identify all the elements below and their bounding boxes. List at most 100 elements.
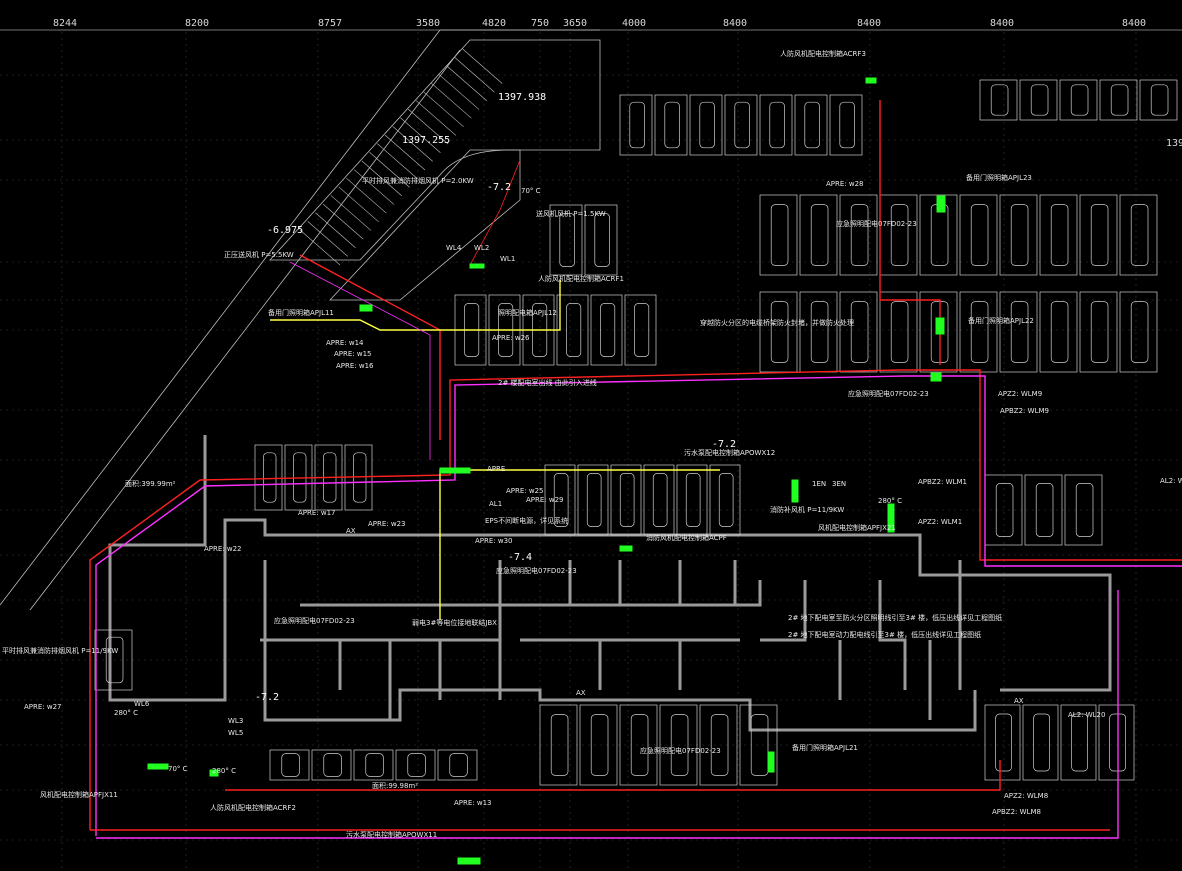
stair-tread [346, 177, 387, 214]
parking-stall [709, 464, 741, 536]
parking-stall [1039, 291, 1078, 373]
parking-stall [619, 94, 653, 156]
parking-stall [799, 194, 838, 276]
parked-car [263, 452, 277, 503]
label-apowx12: 污水泵配电控制箱APOWX12 [684, 448, 775, 457]
parking-stall [759, 291, 798, 373]
label-w14: APRE: w14 [326, 339, 364, 347]
label-w23: APRE: w23 [368, 520, 406, 528]
dim-8: 4000 [622, 18, 646, 29]
parking-stall [579, 704, 618, 786]
dim-1: 8244 [53, 18, 77, 29]
parked-car [1075, 483, 1094, 537]
parking-stall [1119, 194, 1158, 276]
parking-stall [676, 464, 708, 536]
label-fan1: 平时排风兼消防排烟风机 P=2.0KW [362, 176, 474, 185]
label-wl2: WL2 [474, 244, 489, 252]
parked-car [590, 714, 609, 776]
label-ap-wlm1: APBZ2: WLM1 [918, 478, 967, 486]
parking-stall [590, 294, 623, 366]
parking-stall [689, 94, 723, 156]
dim-right-edge: 139 [1166, 138, 1182, 149]
label-w22: APRE: w22 [204, 545, 242, 553]
parking-stall [1022, 704, 1059, 781]
stair-tread [330, 195, 372, 231]
parking-stall [544, 464, 576, 536]
label-fan5: 消防补风机 P=11/9KW [770, 505, 844, 514]
dim-7: 3650 [563, 18, 587, 29]
parked-car [1071, 713, 1088, 772]
parked-car [734, 101, 750, 149]
label-wl1: WL1 [500, 255, 515, 263]
label-note1: 2# 楼配电室出线 由此引入进线 [498, 378, 597, 387]
parking-stall [879, 194, 918, 276]
parking-stall [839, 194, 878, 276]
dim-3: 8757 [318, 18, 342, 29]
parking-stall [1039, 194, 1078, 276]
label-ax3: AX [346, 527, 356, 535]
parking-stall [999, 291, 1038, 373]
stair-tread [407, 108, 449, 145]
stair-tread [377, 143, 418, 179]
parking-stall [654, 94, 688, 156]
parked-car [365, 753, 384, 777]
parked-car [449, 753, 468, 777]
parked-car [281, 753, 300, 777]
parked-car [634, 303, 650, 357]
stair-tread [431, 82, 472, 119]
stair-tread [446, 65, 488, 102]
parking-stall [699, 704, 738, 786]
parking-stall [959, 291, 998, 373]
label-w15: APRE: w15 [334, 350, 372, 358]
label-w25: APRE: w25 [506, 487, 544, 495]
parked-car [990, 84, 1009, 116]
label-note4: 穿越防火分区的电缆桥架防火封堵，并做防火处理 [700, 318, 854, 327]
label-w16: APRE: w16 [336, 362, 374, 370]
label-fan2: 送风机风机 P=1.5KW [536, 209, 606, 218]
parked-car [850, 301, 869, 363]
parking-stall [1139, 79, 1178, 121]
parked-car [1030, 84, 1049, 116]
parking-stalls [94, 79, 1178, 786]
parked-car [930, 204, 949, 266]
label-t5: 70° C [168, 765, 188, 773]
stair-tread [438, 74, 480, 110]
parking-stall [659, 704, 698, 786]
parking-stall [1060, 704, 1097, 781]
elev-2: 1397.255 [402, 135, 450, 146]
label-acrf1: 人防风机配电控制箱ACRF1 [538, 274, 624, 283]
label-apre: APRE [487, 465, 505, 473]
parked-car [1130, 204, 1149, 266]
parking-stall [577, 464, 609, 536]
dim-5: 4820 [482, 18, 506, 29]
parked-car [559, 213, 575, 267]
parked-car [1033, 713, 1050, 772]
stair-tread [462, 48, 503, 84]
label-w26: APRE: w26 [492, 334, 530, 342]
dim-10: 8400 [857, 18, 881, 29]
parked-car [670, 714, 689, 776]
stair-tread [299, 229, 341, 266]
parked-car [699, 101, 715, 149]
parking-stall [1099, 79, 1138, 121]
parking-stall [643, 464, 675, 536]
parking-stall [799, 291, 838, 373]
parked-car [770, 301, 789, 363]
parked-car [769, 101, 785, 149]
parked-car [630, 714, 649, 776]
parked-car [750, 714, 769, 776]
parked-car [1050, 204, 1069, 266]
label-jbx: 弱电3#等电位接地联结JBX [412, 618, 497, 627]
parked-car [890, 204, 909, 266]
label-ap-wlm8b: APBZ2: WLM8 [992, 808, 1041, 816]
label-ap-wl20: AL2: WL20 [1068, 711, 1105, 719]
parking-stall [984, 704, 1021, 781]
parked-car [594, 213, 610, 267]
label-fd0223a: 应急照明配电07FD02-23 [836, 219, 917, 228]
label-wl5: WL5 [228, 729, 243, 737]
label-w17: APRE: w17 [298, 509, 336, 517]
parked-car [850, 204, 869, 266]
parking-stall [1079, 194, 1118, 276]
stair-tread [392, 126, 433, 162]
parked-car [839, 101, 855, 149]
